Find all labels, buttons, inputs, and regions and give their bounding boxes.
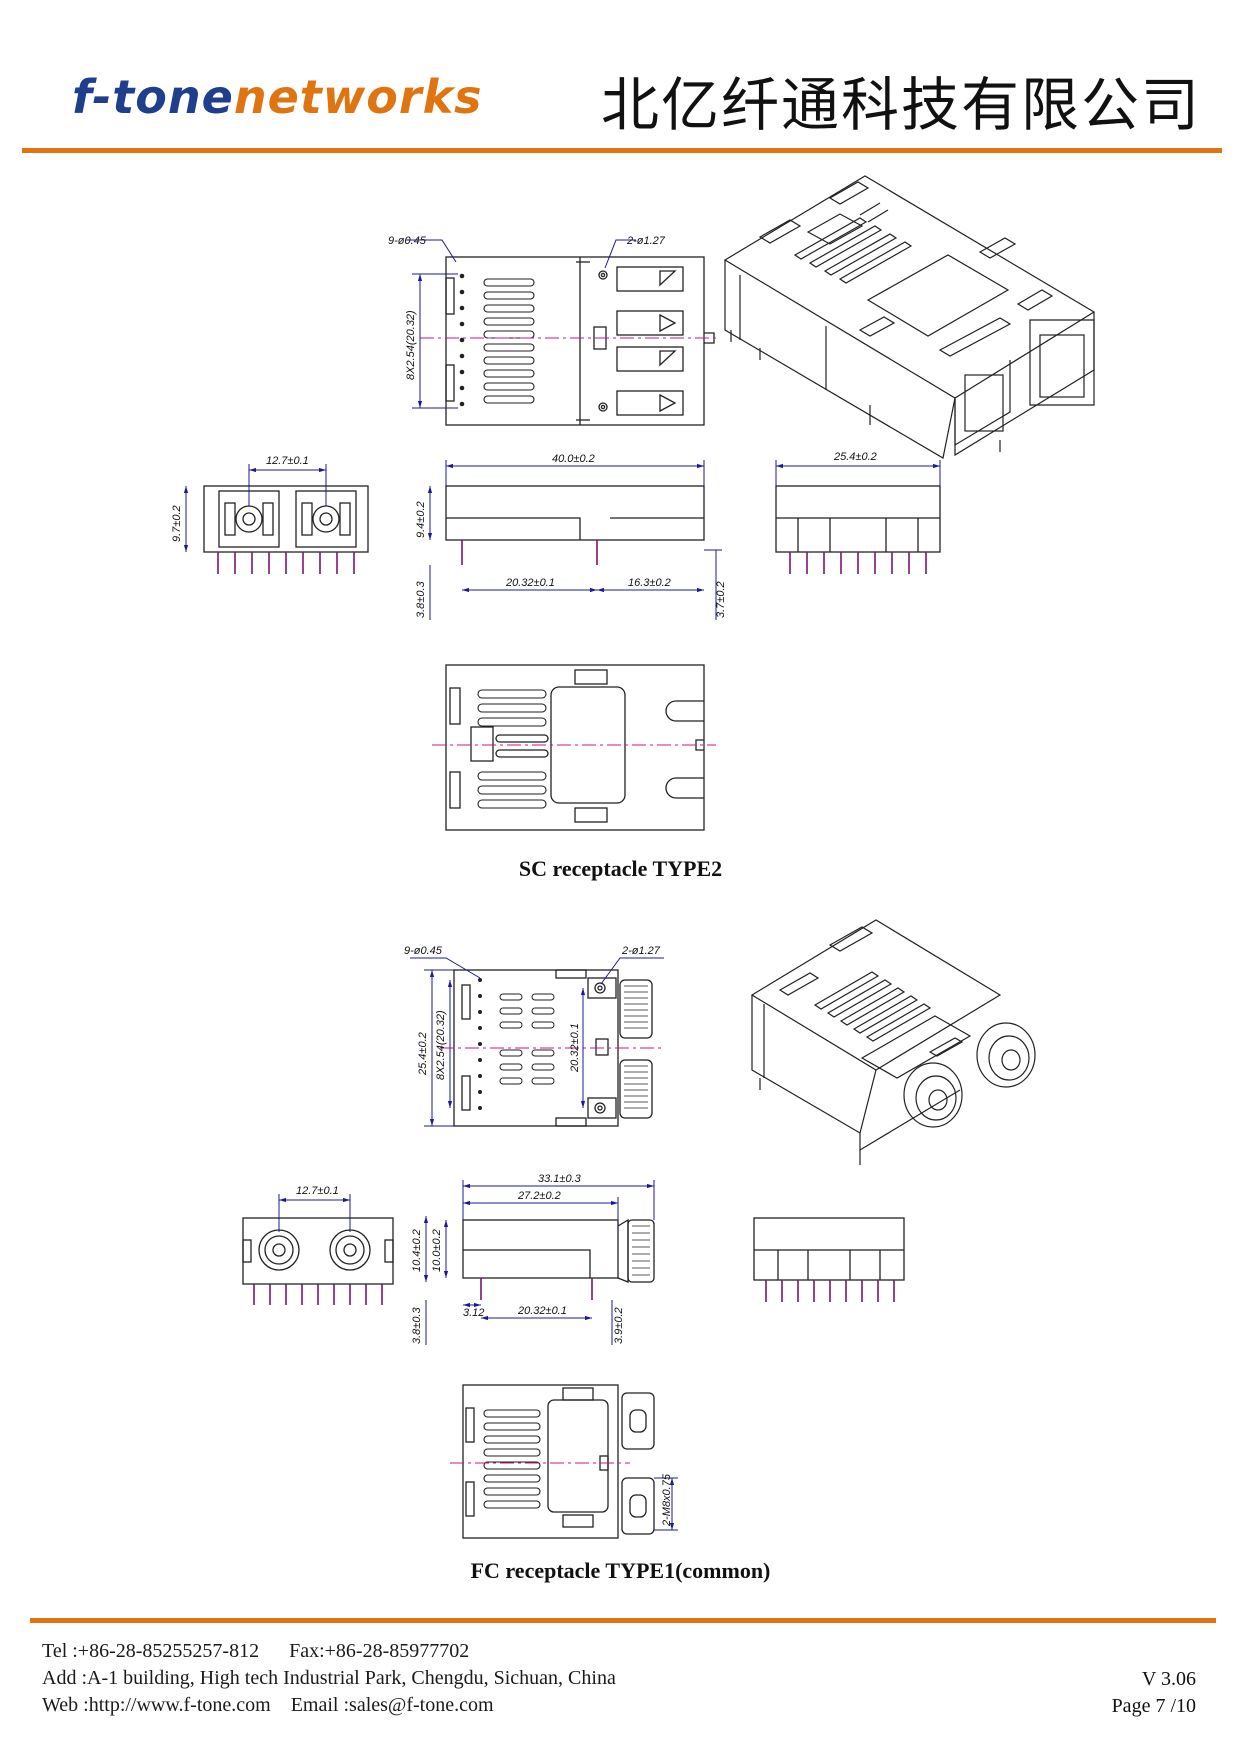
sc-side-view (427, 460, 722, 620)
fc-dim-thread: 2-M8x0.75 (661, 1473, 673, 1527)
company-name: 北亿纤通科技有限公司 (600, 71, 1201, 139)
fc-dim-pins: 9-ø0.45 (404, 945, 443, 957)
fc-dim-pitch: 8X2.54(20.32) (435, 1010, 447, 1080)
fc-dim-pin-span: 20.32±0.1 (517, 1305, 567, 1317)
sc-dim-holes: 2-ø1.27 (626, 235, 666, 247)
fc-dim-pin-offset: 3.12 (463, 1307, 484, 1319)
sc-dim-pins: 9-ø0.45 (388, 235, 427, 247)
fc-caption: FC receptacle TYPE1(common) (470, 1558, 771, 1583)
fc-side-view (423, 1180, 655, 1345)
sc-dim-port-pitch: 12.7±0.1 (266, 455, 309, 467)
company-logo: f-tonenetworks (72, 70, 483, 124)
fc-dim-pin-len-right: 3.9±0.2 (613, 1307, 625, 1344)
fc-bottom-view (450, 1384, 678, 1539)
sc-dim-pin-span: 20.32±0.1 (505, 577, 555, 589)
sc-bottom-view (432, 664, 716, 831)
fc-front-view (242, 1194, 394, 1305)
sc-dim-pin-len-right: 3.7±0.2 (715, 581, 727, 618)
fax: Fax:+86-28-85977702 (289, 1640, 470, 1662)
fc-dim-height-body: 10.0±0.2 (431, 1229, 443, 1272)
sc-dim-width: 25.4±0.2 (833, 451, 877, 463)
sc-front-view (183, 464, 369, 574)
sc-dim-length: 40.0±0.2 (552, 453, 595, 465)
fc-dim-port-pitch: 12.7±0.1 (296, 1185, 339, 1197)
web: Web :http://www.f-tone.com (42, 1694, 271, 1716)
version: V 3.06 (1141, 1668, 1196, 1690)
footer-rule (30, 1618, 1216, 1623)
sc-top-view (406, 239, 716, 426)
fc-right-view (753, 1217, 905, 1302)
tel: Tel :+86-28-85255257-812 (42, 1640, 260, 1662)
sc-dim-pin-len-left: 3.8±0.3 (415, 580, 427, 618)
email: Email :sales@f-tone.com (290, 1694, 494, 1716)
sc-dim-pin-offset: 16.3±0.2 (628, 577, 671, 589)
fc-dim-height-total: 10.4±0.2 (411, 1229, 423, 1272)
fc-dim-port-span: 20.32±0.1 (569, 1023, 581, 1073)
fc-dim-overall-length: 33.1±0.3 (538, 1173, 582, 1185)
contact-info: Tel :+86-28-85255257-812 Fax:+86-28-8597… (42, 1638, 616, 1719)
fc-isometric-view (750, 919, 1036, 1165)
page-number: Page 7 /10 (1111, 1695, 1196, 1717)
sc-right-view (775, 460, 941, 574)
sc-dim-pitch: 8X2.54(20.32) (405, 310, 417, 380)
fc-dim-width: 25.4±0.2 (417, 1032, 429, 1076)
sc-dim-height-side: 9.4±0.2 (415, 501, 427, 538)
sc-isometric-view (723, 175, 1096, 459)
header-rule (22, 148, 1222, 153)
fc-dim-body-length: 27.2±0.2 (517, 1190, 561, 1202)
fc-dim-pin-len-left: 3.8±0.3 (411, 1306, 423, 1344)
sc-dim-height-front: 9.7±0.2 (171, 505, 183, 542)
sc-caption: SC receptacle TYPE2 (518, 856, 723, 881)
version-page: V 3.06 Page 7 /10 (1112, 1666, 1196, 1720)
address: Add :A-1 building, High tech Industrial … (42, 1667, 616, 1689)
fc-top-view (410, 957, 664, 1127)
fc-dim-holes: 2-ø1.27 (621, 945, 661, 957)
